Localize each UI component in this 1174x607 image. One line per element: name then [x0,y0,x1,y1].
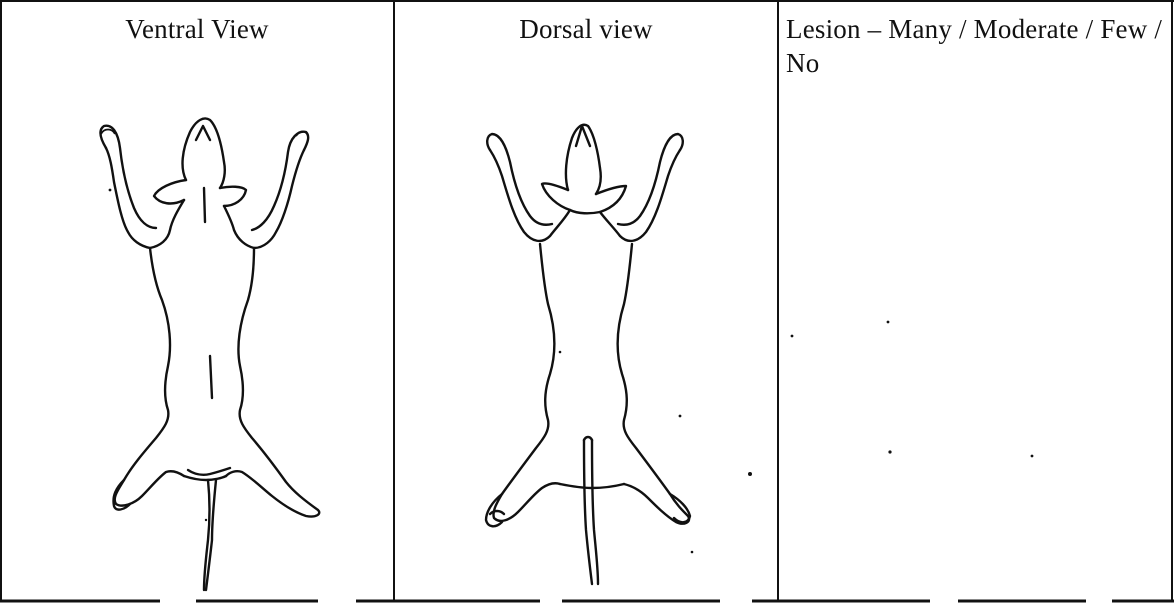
scan-specks [778,0,1174,600]
rat-ventral-outline-icon [0,0,394,600]
ventral-view-cell: Ventral View [0,0,394,600]
lesion-cell: Lesion – Many / Moderate / Few / No [778,0,1174,600]
rat-dorsal-outline-icon [394,0,778,600]
dorsal-view-cell: Dorsal view [394,0,778,600]
